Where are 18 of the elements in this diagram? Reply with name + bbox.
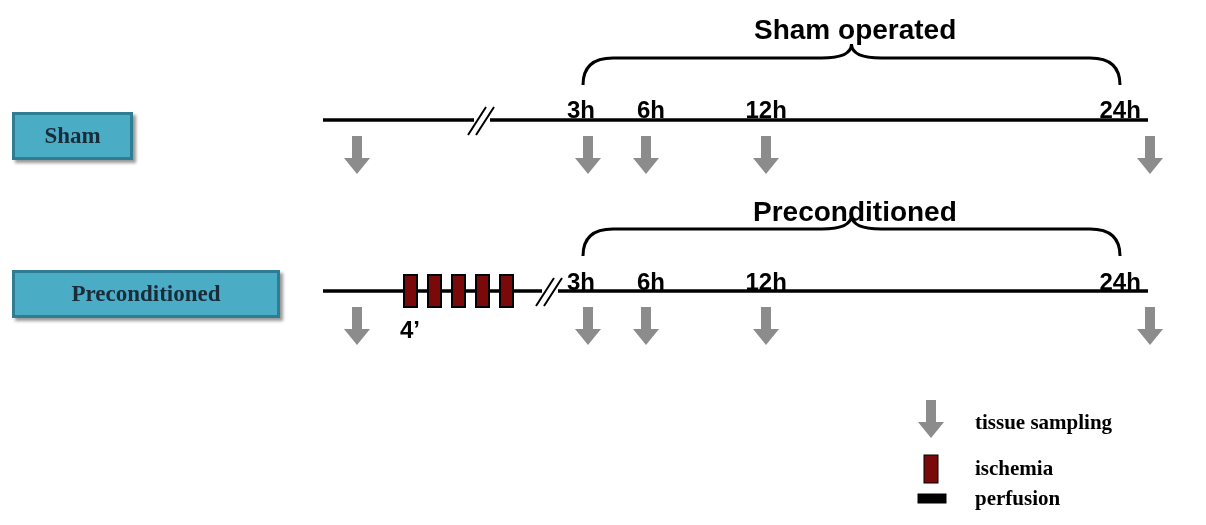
time-label: 6h: [637, 98, 665, 122]
bracket-title: Sham operated: [754, 16, 957, 44]
duration-label: 4’: [400, 318, 420, 342]
legend-text: tissue sampling: [975, 412, 1113, 433]
legend-text: perfusion: [975, 488, 1061, 509]
group-label-box: [12, 270, 280, 318]
time-label: 24h: [1099, 98, 1141, 122]
group-name: Sham: [44, 123, 101, 149]
legend-text: ischemia: [975, 458, 1054, 479]
time-label: 12h: [745, 270, 787, 294]
bracket-title: Preconditioned: [753, 198, 957, 226]
group-name: Preconditioned: [71, 281, 221, 307]
time-label: 3h: [567, 270, 595, 294]
group-label-box: [12, 112, 133, 160]
time-label: 24h: [1099, 270, 1141, 294]
time-label: 6h: [637, 270, 665, 294]
time-label: 12h: [745, 98, 787, 122]
time-label: 3h: [567, 98, 595, 122]
